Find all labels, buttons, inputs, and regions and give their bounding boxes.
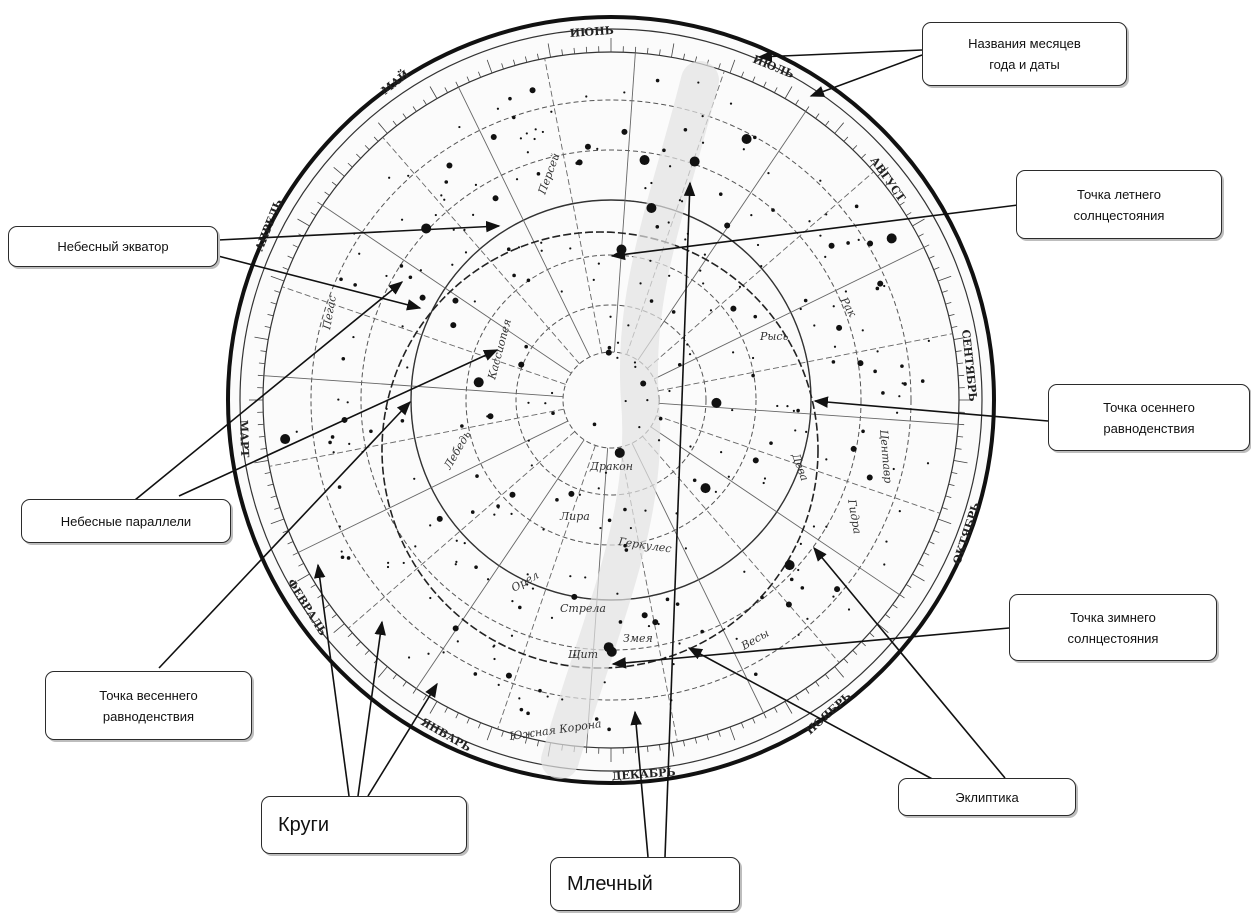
callout-milky-way: Млечный	[550, 857, 740, 911]
milky-way-band	[541, 61, 719, 779]
constellation-shield: Щит	[568, 648, 598, 661]
constellation-serpent: Змея	[623, 632, 653, 645]
callout-ecliptic: Эклиптика	[898, 778, 1076, 816]
month-ring-outer	[239, 28, 983, 772]
callout-vernal-equinox: Точка весеннего равноденствия	[45, 671, 252, 740]
callout-summer-solstice: Точка летнего солнцестояния	[1016, 170, 1222, 239]
callout-autumn-equinox: Точка осеннего равноденствия	[1048, 384, 1250, 451]
callout-winter-solstice: Точка зимнего солнцестояния	[1009, 594, 1217, 661]
constellation-arrow: Стрела	[560, 602, 606, 615]
month-december: ДЕКАБРЬ	[611, 766, 676, 783]
constellation-lyra: Лира	[559, 510, 590, 523]
constellation-centaur: Центавр	[877, 429, 895, 484]
callout-celestial-equator: Небесный экватор	[8, 226, 218, 267]
stars	[280, 78, 930, 732]
date-tick-marks	[249, 38, 973, 762]
callout-circles: Круги	[261, 796, 467, 854]
constellation-pegasus: Пегас	[320, 294, 339, 331]
constellation-hydra: Гидра	[845, 497, 864, 535]
constellation-dragon: Дракон	[589, 460, 633, 473]
month-march: МАРТ	[237, 420, 251, 459]
constellation-lynx: Рысь	[759, 330, 789, 343]
callout-months: Названия месяцев года и даты	[922, 22, 1127, 86]
planisphere-outer-rim	[226, 15, 996, 785]
callout-arrows	[134, 49, 1049, 858]
callout-celestial-parallels: Небесные параллели	[21, 499, 231, 543]
month-june: ИЮНЬ	[569, 24, 614, 40]
